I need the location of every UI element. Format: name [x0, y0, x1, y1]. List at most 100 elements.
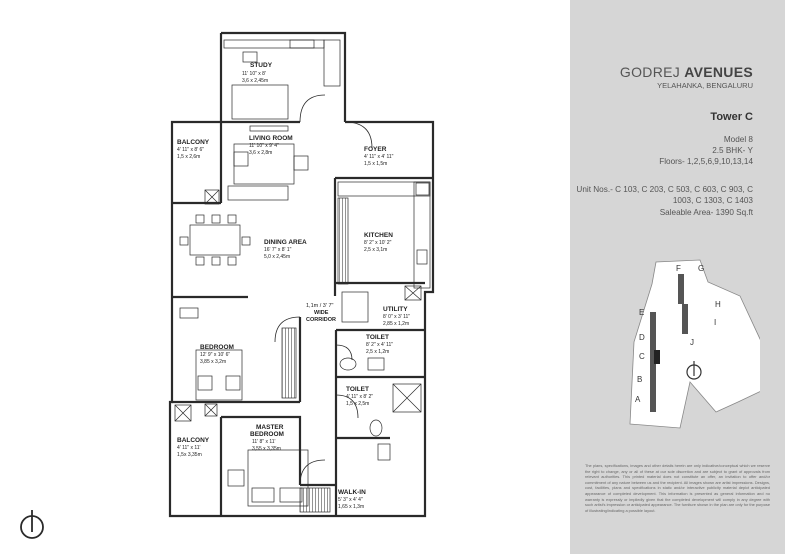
living-crossbox-icon [204, 189, 220, 205]
room-dim-utility: 8' 0" x 3' 11" [383, 314, 410, 320]
room-dim-living: 11' 10" x 9' 4" [249, 143, 279, 149]
room-dim-master: 11' 8" x 11' [252, 439, 276, 445]
toilet1-basin-icon [367, 357, 385, 371]
room-metric-study: 3,6 x 2,45m [242, 78, 268, 84]
room-metric-master: 3,55 x 3,35m [252, 446, 281, 452]
toilet2-shower-icon [392, 383, 422, 413]
keyplan-label-h: H [715, 300, 721, 309]
saleable-area: Saleable Area- 1390 Sq.ft [659, 208, 753, 217]
room-name-utility: UTILITY [383, 306, 408, 313]
room-name-toilet1: TOILET [366, 334, 389, 341]
room-name-dining: DINING AREA [264, 239, 307, 246]
dining-chair [211, 214, 221, 224]
east-wall [336, 178, 435, 518]
keyplan-label-f: F [676, 264, 681, 273]
master-pillow [251, 487, 275, 503]
dining-chair [195, 256, 205, 266]
bedroom-bed [195, 349, 243, 401]
keyplan-label-b: B [637, 375, 642, 384]
room-name-master-2: BEDROOM [250, 431, 284, 438]
bedroom-pillow [225, 375, 241, 391]
master-top-wall [221, 415, 302, 485]
toilet2-shower-icon [392, 383, 422, 413]
study-door-swing [299, 94, 326, 123]
living-tv-unit [249, 125, 289, 132]
foyer-outer-wall [345, 120, 435, 178]
balcony-crossbox-icon [174, 404, 192, 422]
keyplan-label-e: E [639, 308, 644, 317]
kitchen-store-unit [337, 197, 349, 285]
room-dim-study: 11' 10" x 8' [242, 71, 266, 77]
dining-chair [227, 256, 237, 266]
keyplan-towers-west [650, 312, 656, 412]
room-metric-balcony-bottom: 1,5x 3,35m [177, 452, 202, 458]
corridor-width: 1,1m / 3' 7" [306, 303, 334, 309]
dining-table [189, 224, 241, 256]
kitchen-side-counter [413, 181, 431, 289]
bedroom-crossbox-icon [204, 403, 218, 417]
disclaimer-text: The plans, specifications, images and ot… [585, 463, 770, 513]
keyplan-towers-east [682, 304, 688, 334]
toilet1-door-swing [335, 344, 353, 361]
floor-plan: STUDY 11' 10" x 8' 3,6 x 2,45m BALCONY 4… [20, 31, 435, 539]
keyplan-label-i: I [714, 318, 716, 327]
bedroom-crossbox-icon [204, 403, 218, 417]
north-arrow-icon [20, 510, 44, 539]
keyplan-label-d: D [639, 333, 645, 342]
keyplan-label-g: G [698, 264, 704, 273]
room-dim-bedroom: 12' 9" x 10' 6" [200, 352, 230, 358]
corridor-label: CORRIDOR [306, 317, 336, 323]
dining-chair [179, 236, 189, 246]
utility-crossbox-icon [404, 285, 422, 301]
room-name-foyer: FOYER [364, 146, 387, 153]
utility-washer [341, 291, 369, 323]
room-name-toilet2: TOILET [346, 386, 369, 393]
room-dim-dining: 16' 7" x 8' 1" [264, 247, 292, 253]
study-desk [289, 39, 315, 49]
room-name-walkin: WALK-IN [338, 489, 366, 496]
room-name-bedroom: BEDROOM [200, 344, 234, 351]
room-metric-walkin: 1,65 x 1,3m [338, 504, 364, 510]
info-panel: GODREJ AVENUES YELAHANKA, BENGALURU Towe… [570, 0, 785, 554]
keyplan-north-arrow-icon [686, 361, 702, 380]
hob-icon [415, 182, 430, 196]
keyplan-tower-c-highlight [654, 350, 660, 364]
balcony-crossbox-icon [174, 404, 192, 422]
bedroom-door-swing [274, 316, 301, 343]
room-dim-balcony: 4' 11" x 8' 6" [177, 147, 204, 153]
room-metric-toilet1: 2,5 x 1,2m [366, 349, 389, 355]
foyer-door-swing [344, 121, 373, 149]
room-name-living: LIVING ROOM [249, 135, 293, 142]
living-armchair-left [233, 151, 249, 167]
key-plan: A B C D E F G H I J [629, 259, 760, 429]
brand-location: YELAHANKA, BENGALURU [657, 81, 753, 90]
master-pillow [279, 487, 303, 503]
master-armchair [227, 469, 245, 487]
model-label: Model 8 [723, 135, 753, 144]
dining-chair [211, 256, 221, 266]
unit-numbers: Unit Nos.- C 103, C 203, C 503, C 603, C… [576, 185, 753, 205]
toilet2-wc-icon [369, 419, 383, 437]
room-metric-dining: 5,0 x 2,45m [264, 254, 290, 260]
utility-crossbox-icon [404, 285, 422, 301]
dining-chair [227, 214, 237, 224]
room-dim-balcony-bottom: 4' 11" x 11' [177, 445, 201, 451]
bedroom-desk [179, 307, 199, 319]
toilet1-wc-icon [339, 357, 357, 371]
room-metric-kitchen: 2,5 x 3,1m [364, 247, 387, 253]
floors-label: Floors- 1,2,5,6,9,10,13,14 [659, 157, 753, 166]
walkin-door-swing [299, 459, 326, 486]
living-crossbox-icon [204, 189, 220, 205]
bhk-label: 2.5 BHK- Y [712, 146, 753, 155]
room-dim-toilet1: 8' 2" x 4' 11" [366, 342, 393, 348]
room-metric-foyer: 1,5 x 1,5m [364, 161, 387, 167]
room-dim-foyer: 4' 11" x 4' 11" [364, 154, 394, 160]
walkin-basin-icon [377, 443, 391, 461]
living-sofa [227, 185, 289, 201]
dining-chair [195, 214, 205, 224]
bedroom-wardrobe [281, 327, 297, 399]
dining-chair [241, 236, 251, 246]
room-name-study: STUDY [250, 62, 273, 69]
study-chair [242, 51, 258, 63]
room-metric-balcony: 1,5 x 2,6m [177, 154, 200, 160]
